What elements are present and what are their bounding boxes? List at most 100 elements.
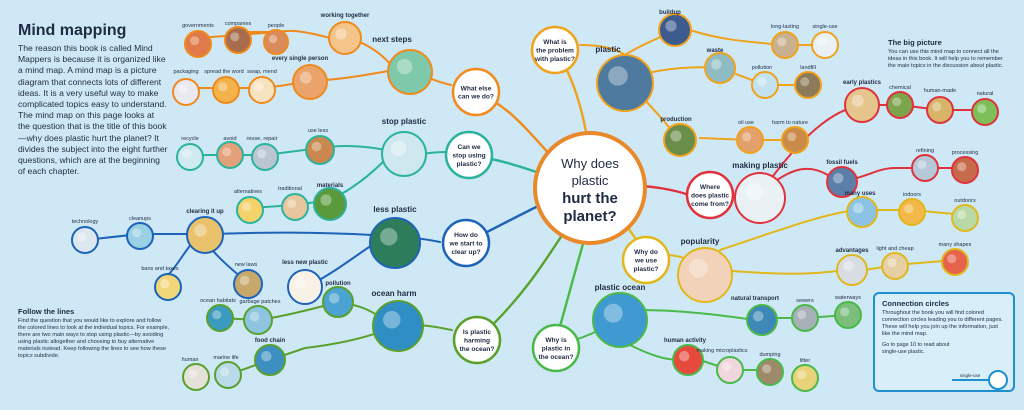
question-text: the ocean? (539, 354, 574, 361)
topic-illustration (249, 311, 260, 322)
topic-illustration (396, 58, 413, 75)
topic-circle-technology (71, 226, 99, 254)
topic-illustration (679, 351, 690, 362)
topic-label-indoors: indoors (903, 192, 921, 198)
topic-illustration (329, 293, 340, 304)
topic-illustration (817, 37, 827, 47)
question-text: Is plastic (463, 329, 492, 336)
topic-circle-oil-use (736, 126, 764, 154)
topic-circle-materials (313, 187, 347, 221)
follow-panel: Follow the lines Find the question that … (18, 307, 170, 361)
topic-circle-early-plastics (844, 87, 880, 123)
topic-circle-working-together (328, 21, 362, 55)
topic-illustration (957, 210, 967, 220)
topic-circle-less-plastic (369, 217, 421, 269)
topic-label-many-uses: many uses (844, 191, 876, 197)
question-text: we use (634, 258, 657, 265)
topic-illustration (132, 228, 142, 238)
topic-circle-natural (971, 98, 999, 126)
topic-circle-stop-plastic (381, 131, 427, 177)
topic-label-popularity: popularity (681, 237, 720, 246)
topic-label-recycle: recycle (181, 136, 198, 142)
center-line-2: plastic (572, 173, 609, 188)
topic-label-sewers: sewers (796, 298, 814, 304)
topic-illustration (762, 364, 772, 374)
topic-label-pollution: pollution (325, 281, 351, 287)
topic-illustration (390, 140, 407, 157)
topic-illustration (917, 160, 927, 170)
question-text: plastic? (457, 161, 482, 168)
topic-label-plastic: plastic (595, 45, 621, 54)
topic-circle-use-less (305, 135, 335, 165)
topic-illustration (932, 102, 942, 112)
topic-illustration (383, 311, 401, 329)
topic-illustration (77, 232, 87, 242)
topic-illustration (947, 254, 957, 264)
topic-illustration (178, 84, 188, 94)
big-picture-title: The big picture (888, 38, 942, 47)
topic-circle-pollution (322, 286, 354, 318)
topic-illustration (160, 279, 170, 289)
topic-label-working-together: working together (320, 13, 370, 19)
topic-label-use-less: use less (308, 128, 328, 134)
topic-label-light-and-cheap: light and cheap (876, 246, 913, 252)
topic-circle-plastic (596, 54, 654, 112)
topic-illustration (218, 82, 228, 92)
connection-badge: single-use (952, 370, 1008, 390)
topic-circle-bans-and-taxes (154, 273, 182, 301)
topic-illustration (757, 77, 767, 87)
topic-label-plastic-ocean: plastic ocean (595, 283, 646, 292)
topic-circle-light-and-cheap (881, 252, 909, 280)
topic-label-reuse-repair: reuse, repair (247, 136, 278, 142)
question-text: the problem (536, 48, 574, 55)
topic-circle-food-chain (254, 344, 286, 376)
question-text: Can we (457, 144, 480, 151)
question-text: plastic? (634, 266, 659, 273)
topic-circle-chemical (886, 91, 914, 119)
topic-illustration (797, 310, 807, 320)
topic-label-landfill: landfill (800, 65, 816, 71)
topic-label-materials: materials (317, 183, 344, 189)
topic-label-spread-the-word: spread the word (204, 69, 243, 75)
topic-circle-governments (184, 30, 212, 58)
topic-circle-spread-the-word (212, 76, 240, 104)
topic-illustration (261, 351, 272, 362)
intro-panel: Mind mapping The reason this book is cal… (18, 22, 168, 177)
question-text: with plastic? (534, 56, 575, 63)
topic-label-new-laws: new laws (235, 262, 258, 268)
topic-label-cleanups: cleanups (129, 216, 151, 222)
topic-circle-swap-mend (248, 76, 276, 104)
intro-title: Mind mapping (18, 22, 127, 39)
topic-illustration (753, 311, 764, 322)
connection-body: Throughout the book you will find colore… (882, 310, 1003, 338)
big-picture-panel: The big picture You can use this mind ma… (888, 38, 1012, 70)
question-text: Why do (634, 249, 658, 256)
center-line-3: hurt the (562, 190, 618, 207)
topic-illustration (380, 228, 398, 246)
big-picture-body: You can use this mind map to connect all… (888, 49, 1004, 70)
topic-illustration (257, 149, 267, 159)
topic-illustration (608, 66, 628, 86)
topic-label-garbage-patches: garbage patches (240, 299, 281, 305)
topic-circle-human-activity (672, 344, 704, 376)
topic-illustration (287, 199, 297, 209)
topic-illustration (242, 202, 252, 212)
topic-circle-new-laws (233, 269, 263, 299)
topic-circle-companies (224, 26, 252, 54)
topic-illustration (603, 303, 623, 323)
topic-label-litter: litter (800, 358, 811, 364)
topic-label-processing: processing (952, 150, 979, 156)
topic-illustration (797, 370, 807, 380)
topic-illustration (843, 261, 854, 272)
topic-circle-human-made (926, 96, 954, 124)
topic-label-waterways: waterways (834, 295, 861, 301)
topic-label-chemical: chemical (889, 85, 911, 91)
topic-label-pollution2: pollution (752, 65, 773, 71)
topic-circle-dumping (756, 358, 784, 386)
